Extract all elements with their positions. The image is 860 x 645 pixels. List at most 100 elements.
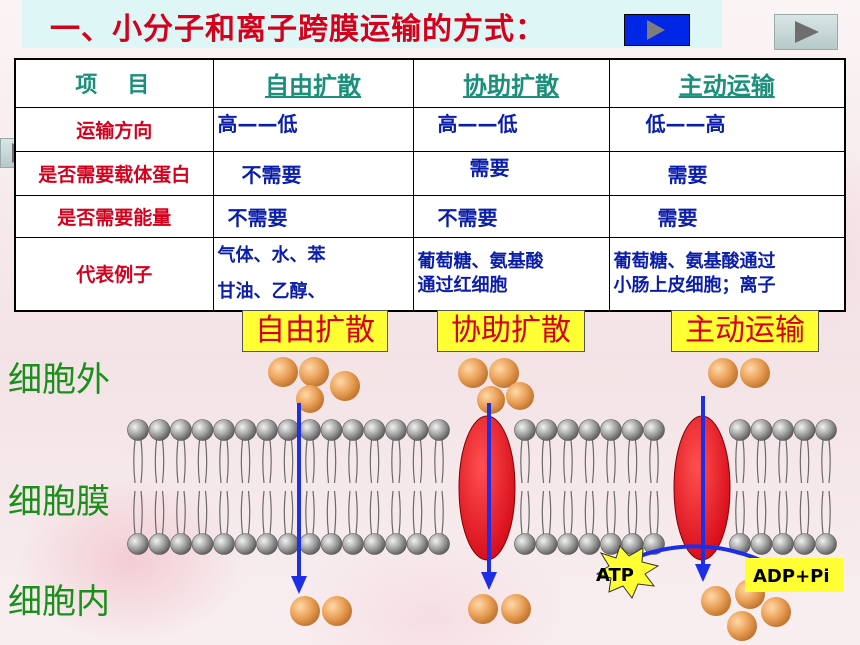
lipid-tail — [154, 490, 158, 535]
lipid-tail — [570, 490, 573, 535]
lipid-tail — [412, 490, 416, 535]
molecules — [268, 357, 791, 641]
next-slide-button[interactable] — [774, 14, 838, 50]
lipid-head — [342, 419, 364, 441]
lipid-head — [406, 533, 429, 555]
lipid-tail — [735, 439, 738, 484]
lipid-tail — [634, 490, 638, 535]
lipid-tail — [778, 490, 781, 535]
label-cell-membrane: 细胞膜 — [8, 482, 110, 522]
lipid-tail — [133, 439, 136, 484]
lipid-tail — [419, 439, 423, 484]
atp-arc — [639, 544, 761, 562]
lipid-tail — [627, 439, 631, 484]
lipid-head — [127, 533, 149, 555]
lipid-head — [277, 419, 300, 441]
lipid-tail — [434, 439, 437, 484]
lipid-tail — [735, 490, 738, 535]
lipid-tail — [312, 490, 315, 535]
lipid-head — [191, 533, 214, 555]
lipid-tail — [290, 439, 294, 484]
lipid-head — [729, 419, 751, 441]
label-inside-cell: 细胞内 — [8, 582, 110, 622]
lipid-tail — [391, 490, 394, 535]
lipid-tail — [520, 490, 523, 535]
lipid-tail — [333, 490, 337, 535]
molecule — [477, 386, 505, 414]
tag-active-transport: 主动运输 — [671, 310, 819, 352]
lipid-tail — [563, 439, 566, 484]
molecule — [701, 586, 731, 616]
lipid-tail — [204, 490, 208, 535]
lipid-tail — [326, 490, 330, 535]
lipid-head — [148, 419, 171, 441]
lipid-tail — [441, 439, 444, 484]
lipid-head — [385, 419, 407, 441]
lipid-tail — [541, 439, 545, 484]
lipid-tail — [262, 490, 265, 535]
lipid-tail — [778, 439, 781, 484]
lipid-tail — [333, 439, 337, 484]
lipid-head — [320, 419, 343, 441]
molecule — [322, 596, 352, 626]
lipid-tail — [269, 490, 272, 535]
lipid-head — [320, 533, 343, 555]
lipid-tail — [441, 490, 444, 535]
table-header-row: 项 目 自由扩散 协助扩散 主动运输 — [14, 58, 846, 108]
lipid-tail — [742, 490, 745, 535]
table-row: 运输方向 高——低 高——低 低——高 — [14, 106, 846, 152]
lipid-tail — [204, 439, 208, 484]
lipid-head — [342, 533, 364, 555]
lipid-head — [578, 533, 601, 555]
lipid-head — [793, 419, 816, 441]
lipid-tail — [369, 490, 373, 535]
lipid-tail — [305, 490, 308, 535]
lipid-tail — [183, 490, 186, 535]
table-cell: 气体、水、苯 甘油、乙醇、 — [212, 236, 414, 311]
lipid-tail — [140, 490, 143, 535]
molecule — [761, 597, 791, 627]
lipid-head — [127, 419, 149, 441]
lipid-head — [750, 419, 773, 441]
molecule — [330, 371, 360, 401]
molecule — [727, 611, 757, 641]
table-cell: 需要 — [608, 194, 846, 238]
lipid-tail — [283, 490, 287, 535]
lipid-tail — [763, 490, 767, 535]
lipid-head — [428, 533, 450, 555]
lipid-head — [514, 419, 536, 441]
lipid-head — [363, 533, 386, 555]
lipid-tail — [613, 439, 616, 484]
lipid-tail — [247, 490, 251, 535]
lipid-tail — [821, 439, 824, 484]
lipid-tail — [348, 490, 351, 535]
lipid-tail — [226, 439, 229, 484]
lipid-tail — [398, 490, 401, 535]
lipid-tail — [828, 439, 831, 484]
lipid-tail — [197, 490, 201, 535]
lipid-tail — [627, 490, 631, 535]
lipid-head — [600, 533, 622, 555]
lipid-tail — [541, 490, 545, 535]
label-outside-cell: 细胞外 — [8, 360, 110, 400]
page-title: 一、小分子和离子跨膜运输的方式： — [50, 12, 546, 47]
table-row: 是否需要载体蛋白 不需要 需要 需要 — [14, 150, 846, 196]
lipid-tail — [742, 439, 745, 484]
lipid-head — [170, 533, 192, 555]
table-header-active-transport: 主动运输 — [608, 58, 846, 108]
atp-label: ATP — [596, 565, 634, 586]
lipid-tail — [548, 490, 552, 535]
table-header-free-diffusion: 自由扩散 — [212, 58, 414, 108]
lipid-head — [256, 419, 278, 441]
adp-label: ADP+Pi — [753, 566, 830, 587]
title-play-button[interactable] — [624, 14, 690, 46]
lipid-tail — [176, 439, 179, 484]
lipid-tail — [262, 439, 265, 484]
lipid-tail — [226, 490, 229, 535]
lipid-head — [621, 419, 644, 441]
lipid-tail — [520, 439, 523, 484]
lipid-tail — [290, 490, 294, 535]
lipid-tail — [649, 490, 652, 535]
lipid-tail — [355, 439, 358, 484]
atp-burst — [595, 545, 660, 599]
